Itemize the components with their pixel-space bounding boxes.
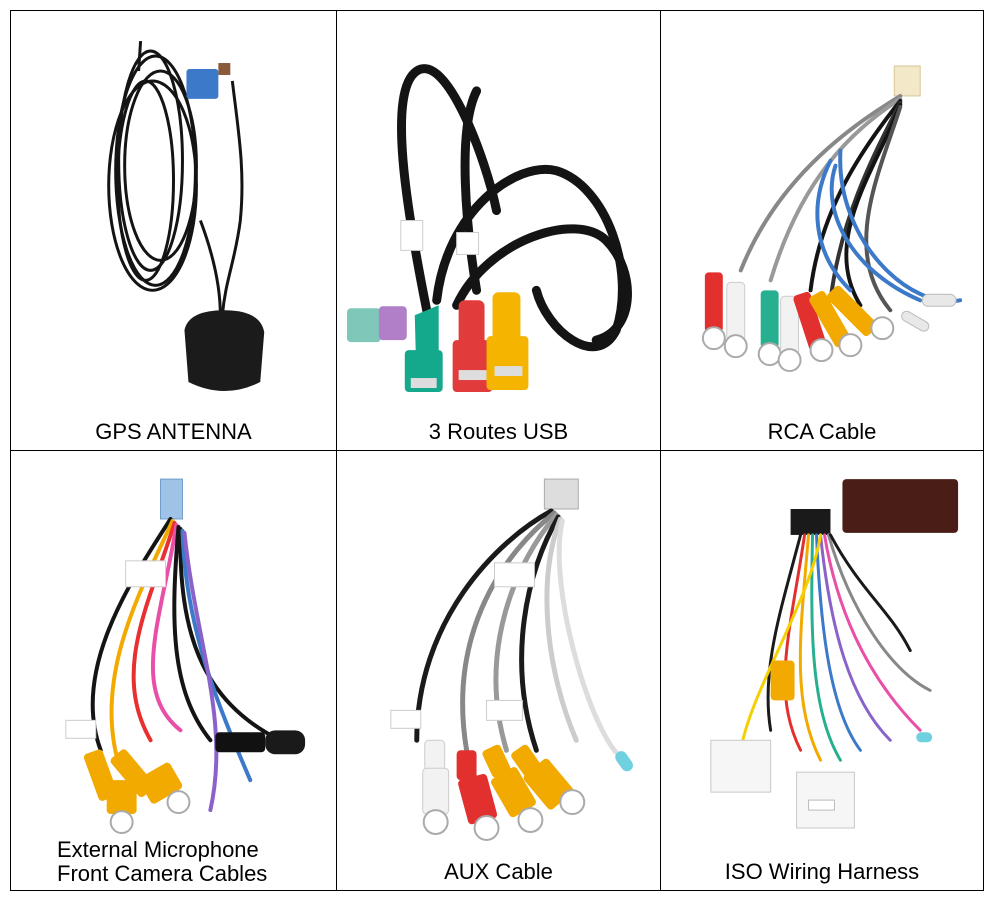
aux-rca-plugs	[422, 739, 633, 841]
rca-cable-image	[701, 65, 963, 373]
product-caption-gps-antenna: GPS ANTENNA	[95, 419, 252, 444]
usb-teal-small-connector	[346, 308, 381, 343]
product-cell-iso-harness: ISO Wiring Harness	[661, 451, 984, 891]
product-cell-microphone-camera: External Microphone Front Camera Cables	[11, 451, 337, 891]
harness-top-connector	[790, 509, 831, 535]
mic-plug-connector	[160, 478, 183, 520]
product-caption-microphone-camera: External Microphone Front Camera Cables	[57, 838, 336, 886]
caption-line-1: External Microphone	[57, 837, 259, 862]
gps-puck	[184, 310, 265, 392]
usb-purple-connector	[378, 306, 407, 341]
usb-cable-image	[346, 64, 632, 392]
canbus-box	[842, 479, 959, 533]
product-cell-aux: AUX Cable	[337, 451, 661, 891]
product-cell-rca: RCA Cable	[661, 11, 984, 451]
product-cell-gps-antenna: GPS ANTENNA	[11, 11, 337, 451]
iso-harness-image	[710, 479, 959, 829]
aux-plug-connector	[543, 478, 579, 510]
product-cell-usb: 3 Routes USB	[337, 11, 661, 451]
microphone-camera-cable-image	[65, 478, 306, 834]
camera-rca-plugs	[83, 749, 191, 834]
rca-plug-connector	[893, 65, 921, 97]
aux-cable-image	[390, 478, 633, 841]
product-caption-aux: AUX Cable	[444, 859, 553, 884]
rca-plugs	[701, 272, 957, 373]
gps-connector	[186, 68, 219, 99]
iso-left-connector	[710, 739, 772, 793]
product-caption-rca: RCA Cable	[767, 419, 877, 444]
product-caption-usb: 3 Routes USB	[428, 419, 569, 444]
usb-yellow-connector	[486, 336, 529, 391]
gps-antenna-image	[107, 40, 265, 392]
caption-line-2: Front Camera Cables	[57, 861, 268, 886]
product-grid: GPS ANTENNA 3 Routes USB	[10, 10, 984, 891]
mic-jack	[215, 732, 266, 753]
product-caption-iso-harness: ISO Wiring Harness	[724, 859, 920, 884]
